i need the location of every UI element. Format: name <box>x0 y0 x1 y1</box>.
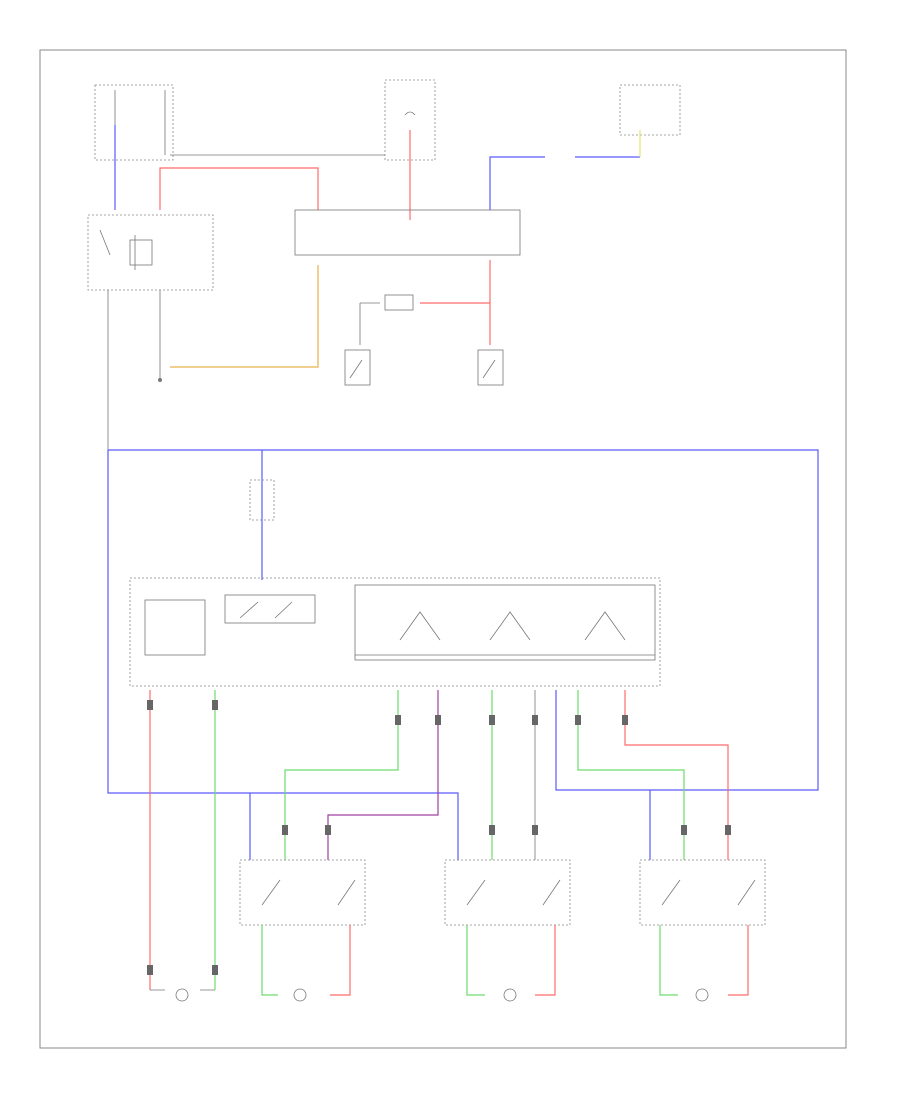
switch-icon <box>489 611 531 641</box>
wire-violet-fr <box>327 690 439 860</box>
rear-right-window-switch <box>444 859 571 926</box>
switch-icon <box>239 601 293 619</box>
door-switch-right <box>477 349 504 386</box>
feed-fuse <box>249 479 275 521</box>
wire-red-rr-motor <box>535 925 556 996</box>
wire-blue-right-top <box>489 156 545 210</box>
switch-icon <box>261 879 356 906</box>
wire-red-top <box>159 167 319 210</box>
wire-green-fr-motor <box>261 925 278 996</box>
fuse-icon <box>404 111 416 116</box>
switch-icon <box>466 879 561 906</box>
front-right-window-switch <box>239 859 366 926</box>
wire-green-rr-motor <box>466 925 485 996</box>
rear-left-window-switch <box>639 859 766 926</box>
motor-icon-right-rear <box>503 988 517 1002</box>
center-fuse-box <box>384 79 436 161</box>
hot-at-all-times-fuse-left <box>94 84 174 161</box>
connector-icon <box>147 700 731 975</box>
right-fuse-box <box>619 84 681 136</box>
wire-gray-door-left <box>359 302 380 345</box>
wire-red-fr-motor <box>330 925 351 996</box>
wire-blue-bus-top <box>108 449 819 791</box>
motor-icon-left-front <box>150 988 215 1002</box>
wire-green-rl <box>577 690 685 860</box>
switch-icon <box>482 359 496 379</box>
motor-icon-left-rear <box>695 988 709 1002</box>
relay-icon <box>99 229 136 270</box>
ground-icon-left <box>158 378 162 382</box>
door-lock-connector <box>384 294 414 311</box>
door-switch-left <box>344 349 371 386</box>
wire-orange <box>170 265 319 368</box>
switch-icon <box>349 359 363 379</box>
switch-icon <box>399 611 441 641</box>
power-window-relay <box>87 214 214 291</box>
motor-icon-right-front <box>293 988 307 1002</box>
wire-green-fr <box>284 690 399 860</box>
switch-icon <box>584 611 626 641</box>
wire-blue-bus-left <box>107 450 459 860</box>
switch-icon <box>661 879 756 906</box>
power-window-master-switch <box>129 577 661 687</box>
diagram-frame <box>39 49 847 1049</box>
wire-green-rl-motor <box>659 925 678 996</box>
wire-red-rl <box>624 690 729 860</box>
timer-control-unit <box>294 209 521 256</box>
wire-red-rl-motor <box>728 925 749 996</box>
